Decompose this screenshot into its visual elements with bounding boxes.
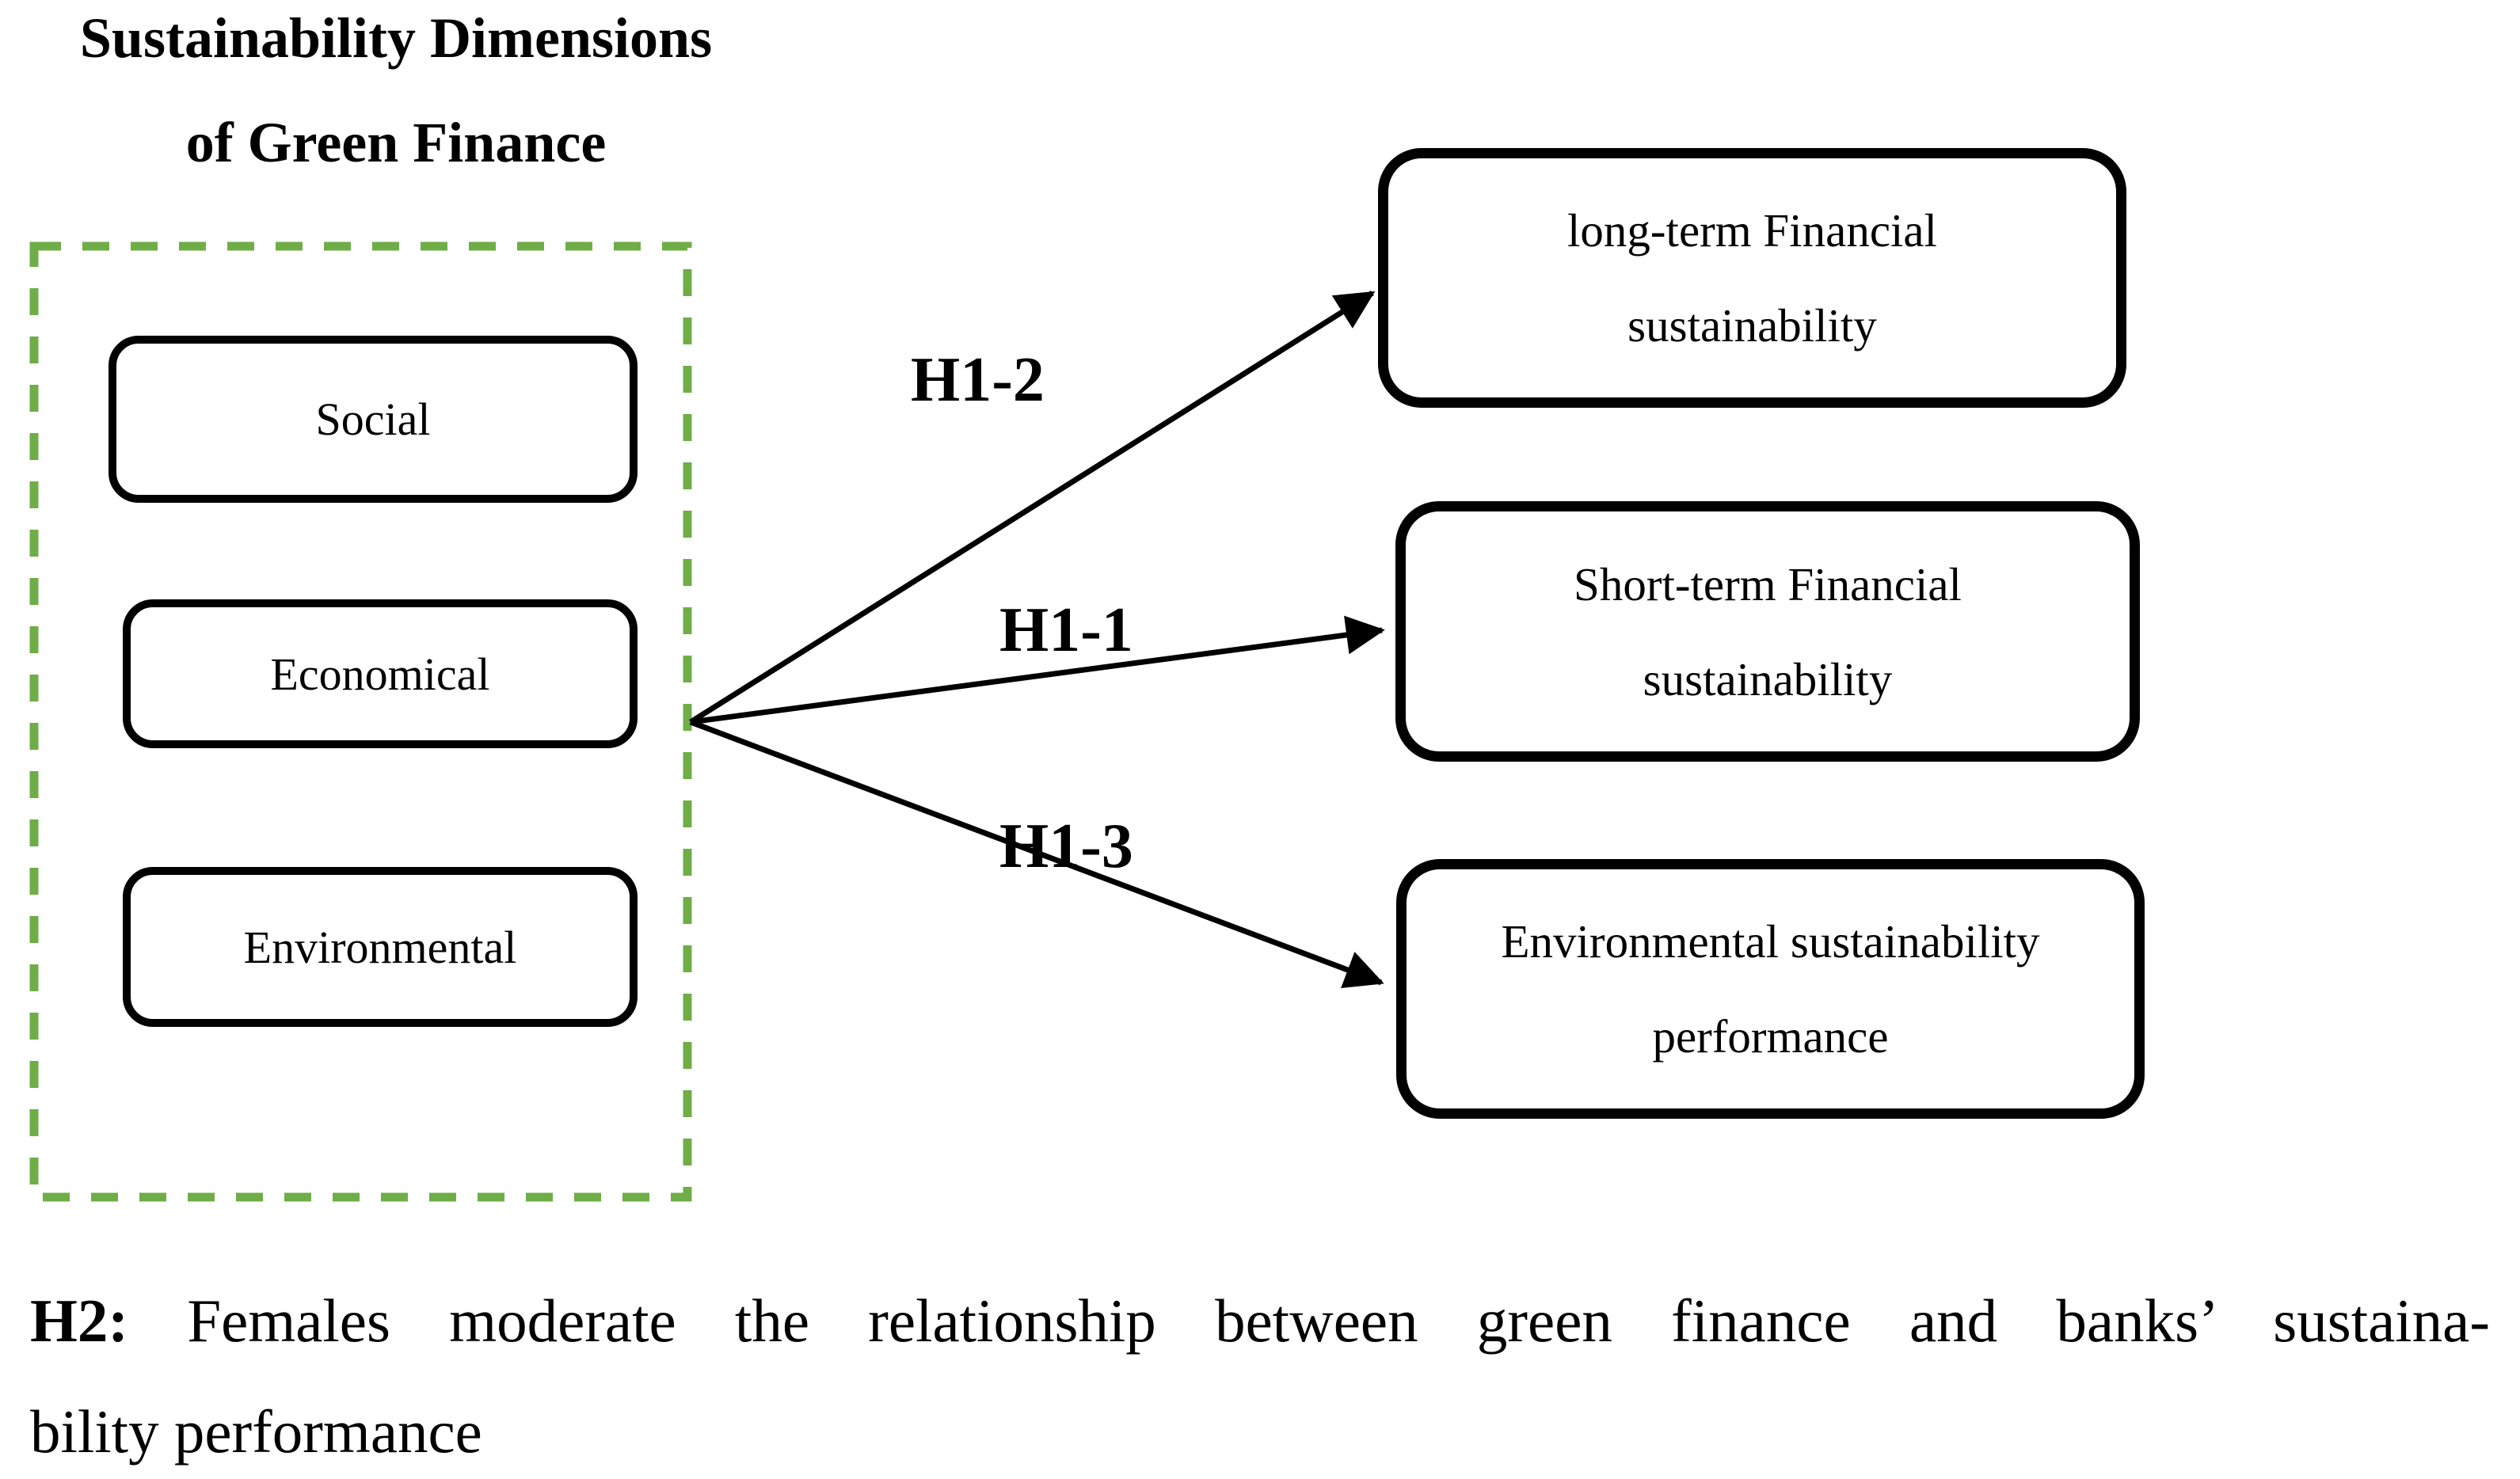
dimension-box-economical-label: Economical xyxy=(270,648,490,700)
outcome-box-short-term-line2: sustainability xyxy=(1643,652,1893,705)
outcome-box-environmental-performance-line1: Environmental sustainability xyxy=(1501,915,2040,968)
outcome-box-short-term-line1: Short-term Financial xyxy=(1574,557,1962,610)
footnote-h2-prefix: H2: xyxy=(30,1287,129,1355)
footnote-h2-line2: bility performance xyxy=(30,1397,482,1466)
dimension-box-environmental: Environmental xyxy=(123,867,638,1027)
footnote-h2-line1-rest: Females moderate the relationship betwee… xyxy=(128,1287,2490,1355)
arrow-h1-1-icon xyxy=(690,615,1385,725)
dimension-box-economical: Economical xyxy=(123,599,638,748)
outcome-box-environmental-performance-line2: performance xyxy=(1652,1010,1889,1063)
green-dashed-group-border xyxy=(29,241,692,1202)
dimension-box-social-label: Social xyxy=(315,394,431,445)
diagram-title-line2: of Green Finance xyxy=(185,111,607,174)
diagram-title-line1: Sustainability Dimensions xyxy=(79,6,713,70)
outcome-box-short-term: Short-term Financial sustainability xyxy=(1395,501,2140,762)
arrow-label-h1-1: H1-1 xyxy=(999,595,1133,665)
outcome-box-long-term-line1: long-term Financial xyxy=(1567,204,1937,257)
footnote-h2-line1: H2: Females moderate the relationship be… xyxy=(30,1281,2490,1360)
arrow-h1-3-icon xyxy=(689,719,1384,989)
outcome-box-environmental-performance: Environmental sustainability performance xyxy=(1396,859,2145,1119)
diagram-title: Sustainability Dimensions of Green Finan… xyxy=(24,0,768,195)
arrow-h1-2-icon xyxy=(689,291,1376,724)
arrow-label-h1-2: H1-2 xyxy=(911,345,1045,415)
arrow-label-h1-3: H1-3 xyxy=(999,812,1133,881)
outcome-box-long-term: long-term Financial sustainability xyxy=(1378,148,2126,408)
dimension-box-social: Social xyxy=(108,336,638,503)
outcome-box-long-term-line2: sustainability xyxy=(1627,299,1877,352)
dimension-box-environmental-label: Environmental xyxy=(243,921,517,973)
